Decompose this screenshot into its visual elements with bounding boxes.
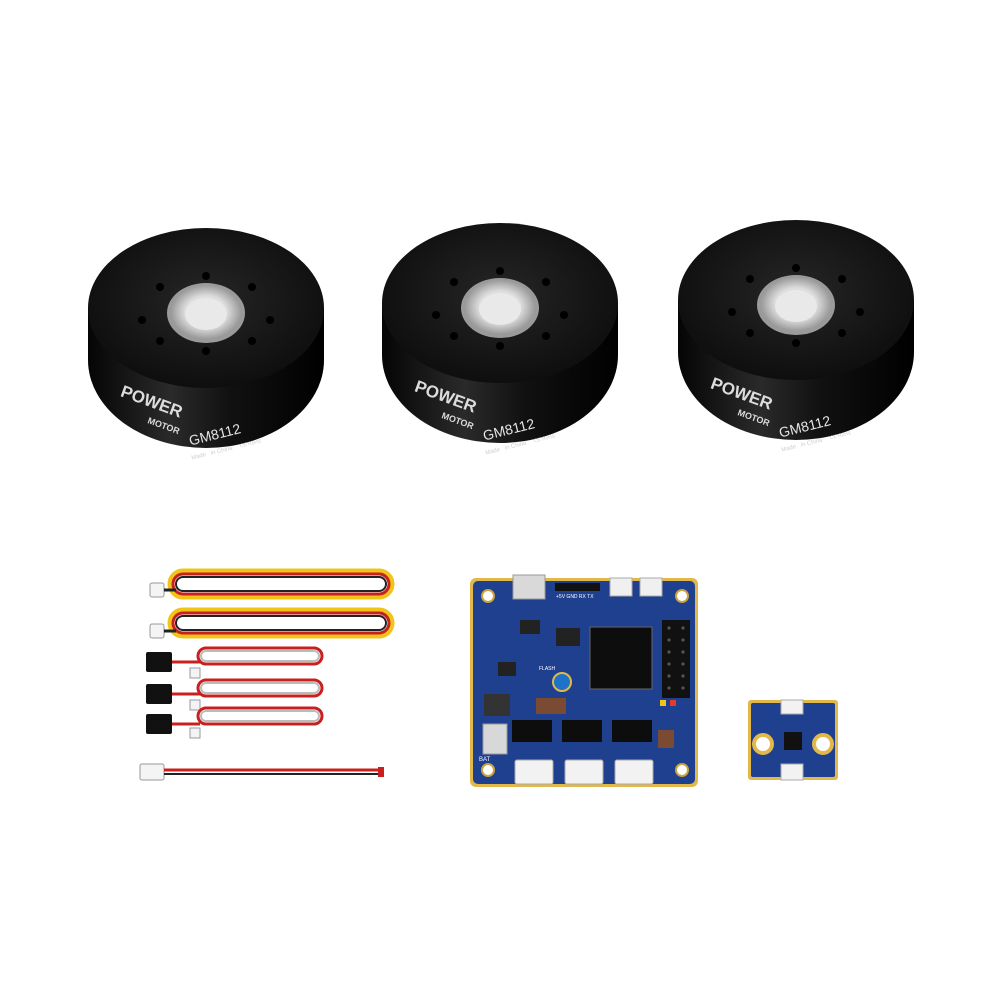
mount-hole-icon [138, 272, 274, 355]
flash-label: FLASH [539, 666, 556, 672]
encoder-cable [149, 607, 395, 639]
imu-chip [784, 732, 802, 750]
mount-hole-icon [432, 267, 568, 350]
power-lead [139, 763, 384, 781]
mcu-chip [589, 626, 653, 690]
encoder-cable [149, 568, 395, 600]
motor-made: Made [781, 444, 798, 454]
motor-port [614, 759, 654, 785]
motor-origin: in China [800, 437, 823, 448]
motor-made: Made [191, 452, 208, 462]
controller-board: +5V GND RX TX FLASH BAT [470, 574, 698, 787]
pin-header [555, 583, 600, 591]
motor-origin: in China [504, 440, 527, 451]
servo-cable [146, 678, 324, 711]
motor-marks: CE RoHS [533, 433, 556, 444]
usb-port [512, 574, 546, 600]
motor-port [514, 759, 554, 785]
servo-cable [146, 646, 324, 679]
motor-port [564, 759, 604, 785]
motor-marks: CE RoHS [829, 430, 852, 441]
motor-marks: CE RoHS [239, 438, 262, 449]
header-label: +5V GND RX TX [556, 594, 594, 600]
cable-set [139, 568, 395, 781]
battery-connector [482, 723, 508, 755]
imu-board [748, 699, 838, 781]
motor-gm8112: POWER MOTOR GM8112 Made in China CE RoHS [88, 228, 324, 462]
buzzer-icon [552, 672, 572, 692]
motor-made: Made [485, 447, 502, 457]
mount-hole-icon [728, 264, 864, 347]
motor-origin: in China [210, 445, 233, 456]
motor-gm8112: POWER MOTOR GM8112 Made in China CE RoHS [678, 220, 914, 454]
motor-gm8112: POWER MOTOR GM8112 Made in China CE RoHS [382, 223, 618, 457]
servo-cable [146, 706, 324, 739]
pin-header [662, 620, 690, 698]
bat-label: BAT [479, 757, 491, 763]
